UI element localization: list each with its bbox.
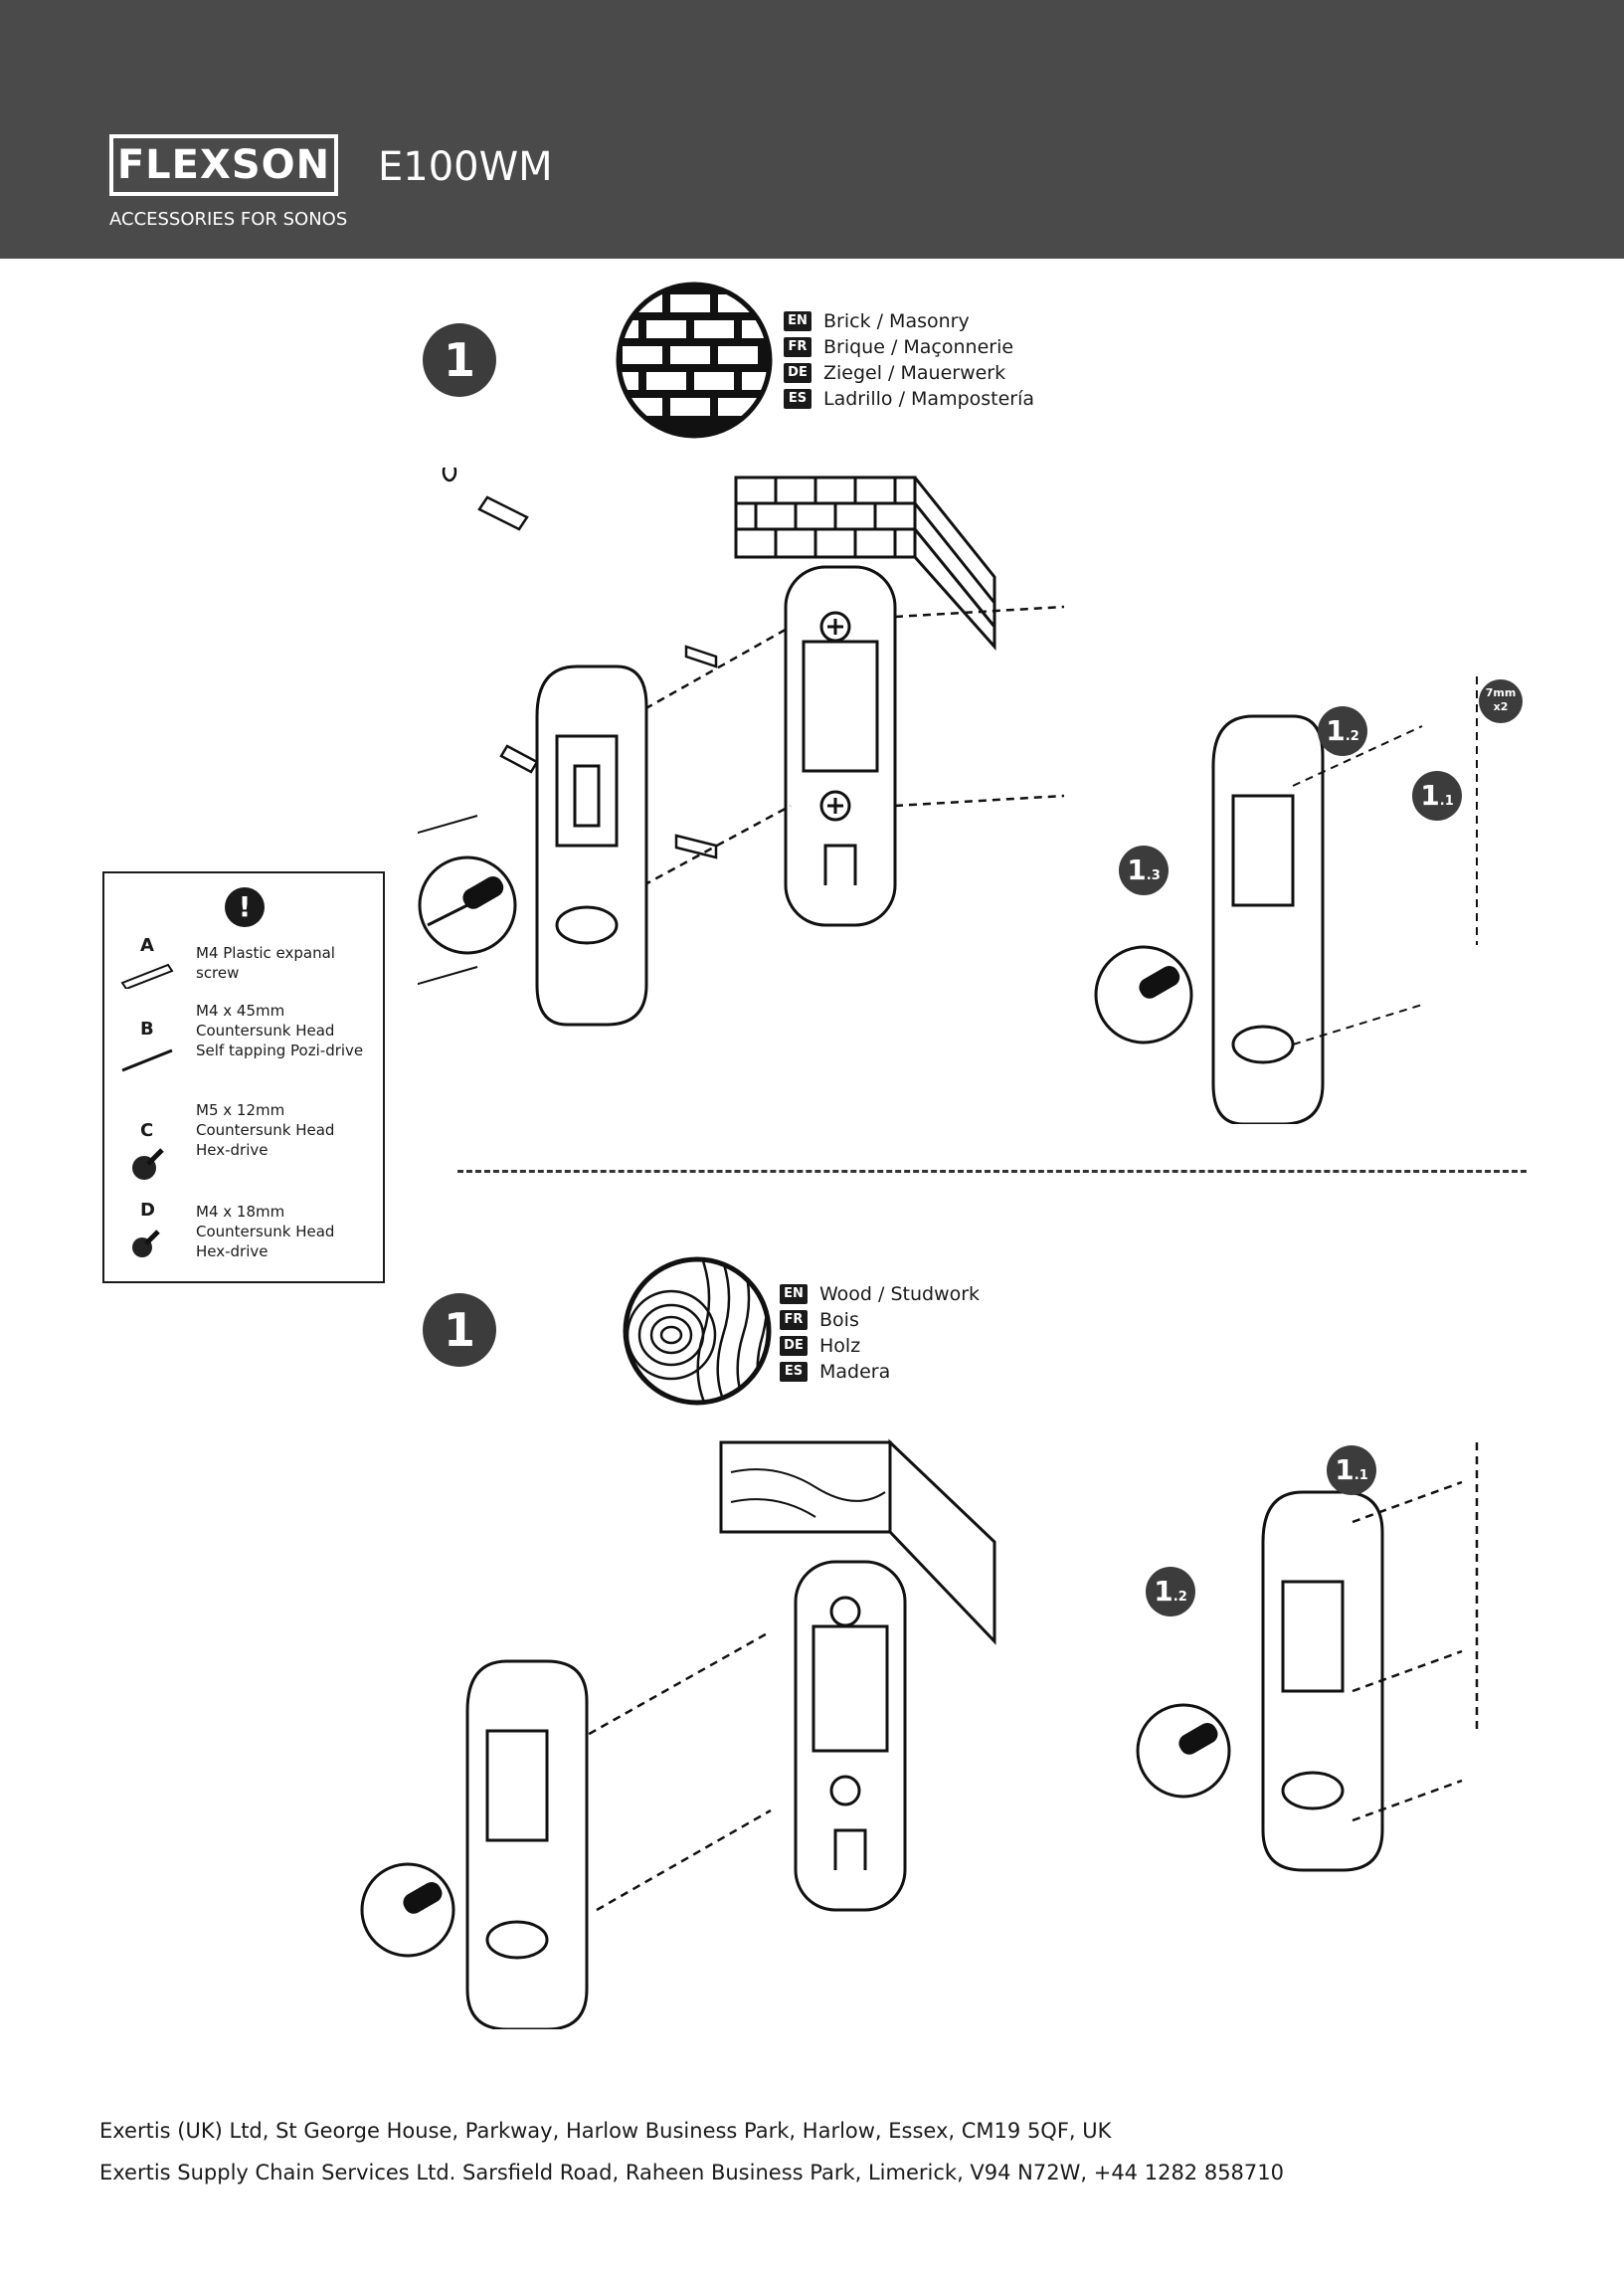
- lang-text: Wood / Studwork: [819, 1283, 981, 1305]
- lang-code: EN: [780, 1284, 808, 1304]
- language-row: FR Brique / Maçonnerie: [784, 334, 1034, 360]
- model-number: E100WM: [378, 144, 553, 190]
- hex-screw-icon: [132, 1230, 160, 1257]
- speaker-left: [535, 664, 648, 1027]
- brand-logo: FLEXSON: [109, 134, 338, 196]
- lang-text: Ziegel / Mauerwerk: [823, 362, 1006, 384]
- part-letter-d: D: [140, 1200, 155, 1221]
- lang-code: EN: [784, 311, 812, 331]
- material-labels-wood: EN Wood / Studwork FR Bois DE Holz ES Madera: [780, 1281, 980, 1385]
- step-number-masonry: 1: [423, 323, 496, 397]
- substep-1-2-badge-wood: 1.2: [1146, 1567, 1195, 1616]
- language-row: DE Holz: [780, 1333, 980, 1359]
- lang-text: Ladrillo / Mampostería: [823, 388, 1035, 410]
- drill-size: 7mm: [1485, 686, 1517, 699]
- screw-icon: [121, 1048, 173, 1072]
- part-desc-b: M4 x 45mm Countersunk Head Self tapping …: [196, 1002, 364, 1059]
- language-row: ES Madera: [780, 1359, 980, 1385]
- brick-icon: [616, 282, 773, 439]
- warning-icon: !: [225, 887, 265, 927]
- masonry-installation-diagram: [418, 468, 1478, 1124]
- header-bar: FLEXSON E100WM ACCESSORIES FOR SONOS: [0, 0, 1624, 259]
- wood-beam-icon: [719, 1438, 996, 1645]
- lang-code: ES: [780, 1362, 808, 1382]
- part-desc-a: M4 Plastic expanal screw: [196, 944, 335, 982]
- substep-1-3-badge: 1.3: [1119, 846, 1169, 895]
- drill-count: x2: [1493, 700, 1509, 713]
- language-row: DE Ziegel / Mauerwerk: [784, 360, 1034, 386]
- section-divider: [457, 1170, 1527, 1173]
- lang-text: Bois: [819, 1309, 859, 1331]
- lang-text: Brick / Masonry: [823, 310, 970, 332]
- substep-1-2-badge: 1.2: [1318, 706, 1367, 756]
- substep-1-1-badge-wood: 1.1: [1327, 1445, 1376, 1495]
- part-letter-a: A: [140, 935, 154, 956]
- lang-code: DE: [780, 1336, 808, 1356]
- screwdriver-icon-right: [1094, 945, 1193, 1044]
- plastic-anchor-icon: [120, 963, 174, 989]
- substep-1-1-badge: 1.1: [1412, 771, 1462, 821]
- part-letter-b: B: [140, 1019, 154, 1040]
- lang-text: Madera: [819, 1361, 891, 1383]
- footer-address-uk: Exertis (UK) Ltd, St George House, Parkw…: [99, 2119, 1112, 2143]
- wall-plate: [784, 565, 897, 927]
- lang-code: FR: [780, 1310, 808, 1330]
- lang-code: ES: [784, 389, 812, 409]
- screws-left: [418, 815, 478, 986]
- drill-size-badge: 7mm x2: [1479, 679, 1523, 723]
- lang-code: DE: [784, 363, 812, 383]
- parts-legend: ! A M4 Plastic expanal screw B M4 x 45mm…: [102, 871, 385, 1283]
- wall-anchors: [442, 468, 718, 859]
- part-desc-d: M4 x 18mm Countersunk Head Hex-drive: [196, 1203, 335, 1260]
- language-row: ES Ladrillo / Mampostería: [784, 386, 1034, 412]
- hex-bolt-icon: [132, 1148, 164, 1180]
- lang-text: Brique / Maçonnerie: [823, 336, 1014, 358]
- footer-address-ie: Exertis Supply Chain Services Ltd. Sarsf…: [99, 2161, 1285, 2184]
- language-row: EN Wood / Studwork: [780, 1281, 980, 1307]
- part-desc-c: M5 x 12mm Countersunk Head Hex-drive: [196, 1101, 335, 1159]
- lang-code: FR: [784, 337, 812, 357]
- screwdriver-icon-right: [1136, 1703, 1231, 1799]
- wood-installation-diagram: [360, 1438, 1479, 2029]
- wood-grain-icon: [623, 1256, 772, 1406]
- step-number-wood: 1: [423, 1293, 496, 1367]
- part-letter-c: C: [140, 1120, 154, 1141]
- brand-tagline: ACCESSORIES FOR SONOS: [109, 209, 348, 230]
- lang-text: Holz: [819, 1335, 861, 1357]
- language-row: EN Brick / Masonry: [784, 308, 1034, 334]
- screwdriver-icon: [360, 1862, 455, 1958]
- language-row: FR Bois: [780, 1307, 980, 1333]
- wall-plate: [794, 1560, 907, 1912]
- speaker-right: [1261, 1490, 1384, 1872]
- speaker-left: [465, 1659, 589, 2029]
- screwdriver-icon: [418, 855, 517, 955]
- speaker-right: [1211, 714, 1325, 1124]
